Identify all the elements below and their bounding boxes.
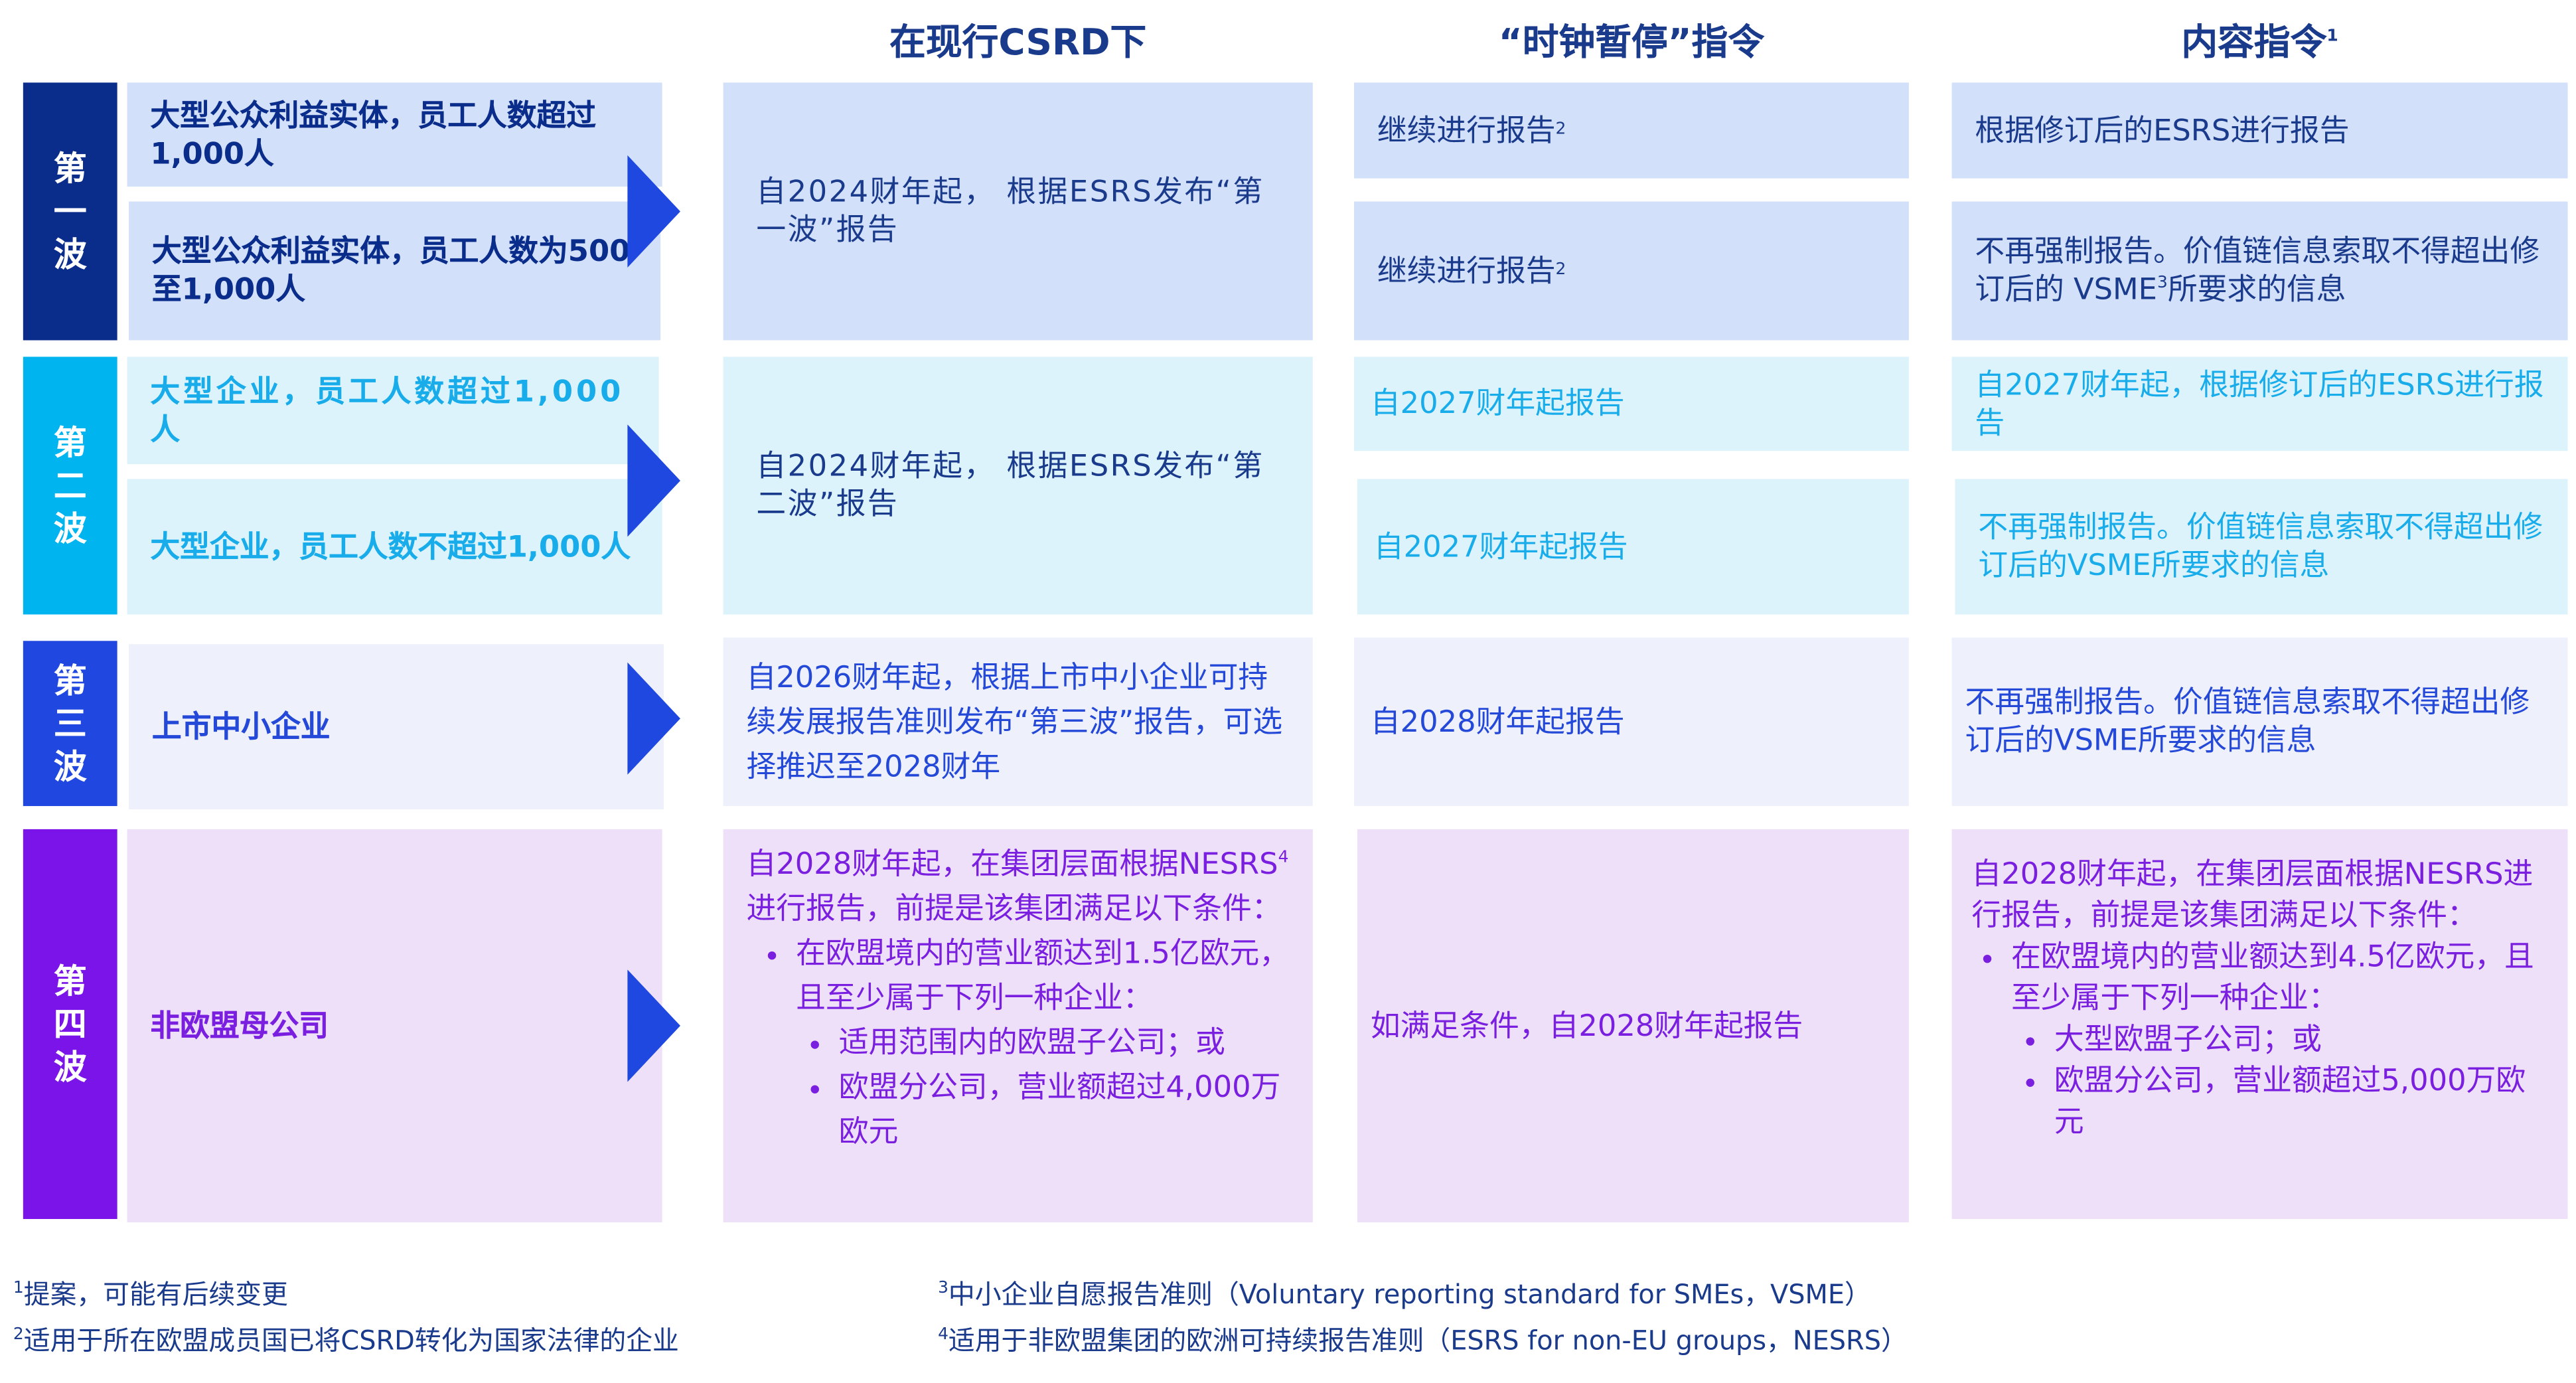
wave-label-char: 波 [53, 746, 87, 787]
condition-sub-bullet: 大型欧盟子公司；或 [2054, 1019, 2548, 1060]
arrow-right-icon [627, 969, 680, 1082]
wave-3-label: 第三波 [23, 641, 117, 807]
arrow-right-icon [627, 155, 680, 268]
wave-3-content: 不再强制报告。价值链信息索取不得超出修订后的VSME所要求的信息 [1951, 637, 2568, 807]
wave-4-stop-clock: 如满足条件，自2028财年起报告 [1357, 829, 1909, 1222]
wave-label-char: 波 [53, 1047, 87, 1087]
wave-2-stop-clock-1: 自2027财年起报告 [1353, 357, 1909, 451]
header-current-csrd: 在现行CSRD下 [889, 23, 1147, 65]
footnote-number: 3 [938, 1279, 948, 1298]
wave-4-entity-1: 非欧盟母公司 [127, 829, 662, 1222]
wave-1-entity-1: 大型公众利益实体，员工人数超过1,000人 [127, 82, 662, 187]
wave-1-content-2: 不再强制报告。价值链信息索取不得超出修订后的 VSME3所要求的信息 [1951, 201, 2568, 341]
footnote-1: 1提案，可能有后续变更 [13, 1272, 288, 1312]
header-content-text: 内容指令 [2181, 23, 2327, 65]
footnote-number: 4 [938, 1325, 948, 1344]
wave-3-stop-clock: 自2028财年起报告 [1353, 637, 1909, 807]
footnote-text: 适用于所在欧盟成员国已将CSRD转化为国家法律的企业 [23, 1325, 679, 1356]
header-content-directive: 内容指令1 [1952, 13, 2568, 66]
wave-3-current: 自2026财年起，根据上市中小企业可持续发展报告准则发布“第三波”报告，可选择推… [723, 637, 1313, 807]
wave-4-current: 自2028财年起，在集团层面根据NESRS4 进行报告，前提是该集团满足以下条件… [723, 829, 1313, 1222]
wave-4-content: 自2028财年起，在集团层面根据NESRS进行报告，前提是该集团满足以下条件： … [1951, 829, 2568, 1219]
footnote-ref: 1 [2326, 27, 2338, 46]
wave-label-char: 第 [53, 661, 87, 700]
condition-bullet: 在欧盟境内的营业额达到1.5亿欧元，且至少属于下列一种企业： [796, 932, 1290, 1020]
wave-2-stop-clock-2: 自2027财年起报告 [1357, 479, 1909, 615]
footnote-number: 1 [13, 1279, 24, 1298]
wave-2-content-1: 自2027财年起，根据修订后的ESRS进行报告 [1951, 357, 2568, 451]
wave-3-entity-1: 上市中小企业 [129, 644, 664, 810]
footnote-number: 2 [13, 1325, 24, 1344]
footnote-2: 2适用于所在欧盟成员国已将CSRD转化为国家法律的企业 [13, 1318, 679, 1358]
wave-1-current: 自2024财年起， 根据ESRS发布“第一波”报告 [723, 82, 1313, 341]
wave-label-char: 第 [53, 961, 87, 1001]
wave-2-entity-2: 大型企业，员工人数不超过1,000人 [127, 479, 662, 615]
wave-2-content-2: 不再强制报告。价值链信息索取不得超出修订后的VSME所要求的信息 [1955, 479, 2568, 615]
footnote-4: 4适用于非欧盟集团的欧洲可持续报告准则（ESRS for non-EU grou… [938, 1318, 1908, 1358]
footnote-text: 提案，可能有后续变更 [23, 1278, 288, 1310]
arrow-right-icon [627, 424, 680, 537]
header-stop-the-clock: “时钟暂停”指令 [1498, 23, 1765, 65]
condition-sub-bullet: 欧盟分公司，营业额超过4,000万欧元 [839, 1066, 1290, 1155]
wave-label-char: 二 [53, 465, 87, 506]
wave-label-char: 三 [53, 703, 87, 744]
footnote-ref: 3 [2157, 274, 2168, 293]
wave-1-entity-2: 大型公众利益实体，员工人数为500至1,000人 [129, 201, 661, 341]
wave-label-char: 第 [53, 422, 87, 463]
footnote-3: 3中小企业自愿报告准则（Voluntary reporting standard… [938, 1272, 1871, 1312]
wave-4-label: 第四波 [23, 829, 117, 1219]
arrow-right-icon [627, 662, 680, 775]
wave-label-char: 第 [53, 148, 87, 189]
cell-text: 继续进行报告 [1377, 113, 1556, 148]
wave-1-label: 第一波 [23, 82, 117, 341]
wave-label-char: 四 [53, 1004, 87, 1044]
cell-text: 继续进行报告 [1377, 253, 1556, 289]
cell-text: 不再强制报告。价值链信息索取不得超出修订后的 VSME [1975, 234, 2540, 307]
footnote-ref: 4 [1278, 849, 1289, 868]
footnote-text: 适用于非欧盟集团的欧洲可持续报告准则（ESRS for non-EU group… [948, 1325, 1908, 1356]
cell-text: 自2028财年起，在集团层面根据NESRS [746, 847, 1278, 882]
condition-sub-bullet: 欧盟分公司，营业额超过5,000万欧元 [2054, 1060, 2548, 1143]
cell-text: 自2028财年起，在集团层面根据NESRS进行报告，前提是该集团满足以下条件： [1971, 857, 2534, 934]
wave-2-current: 自2024财年起， 根据ESRS发布“第二波”报告 [723, 357, 1313, 615]
wave-2-entity-1: 大型企业，员工人数超过1,000人 [127, 357, 659, 465]
condition-bullet: 在欧盟境内的营业额达到4.5亿欧元，且至少属于下列一种企业： [2011, 937, 2548, 1019]
wave-label-char: 波 [53, 234, 87, 274]
cell-text: 所要求的信息 [2167, 272, 2346, 307]
condition-sub-bullet: 适用范围内的欧盟子公司；或 [839, 1020, 1290, 1065]
cell-text: 进行报告，前提是该集团满足以下条件： [746, 892, 1282, 927]
footnote-text: 中小企业自愿报告准则（Voluntary reporting standard … [948, 1278, 1871, 1310]
wave-1-content-1: 根据修订后的ESRS进行报告 [1951, 82, 2568, 179]
wave-label-char: 波 [53, 509, 87, 548]
wave-2-label: 第二波 [23, 357, 117, 615]
wave-label-char: 一 [53, 191, 87, 232]
